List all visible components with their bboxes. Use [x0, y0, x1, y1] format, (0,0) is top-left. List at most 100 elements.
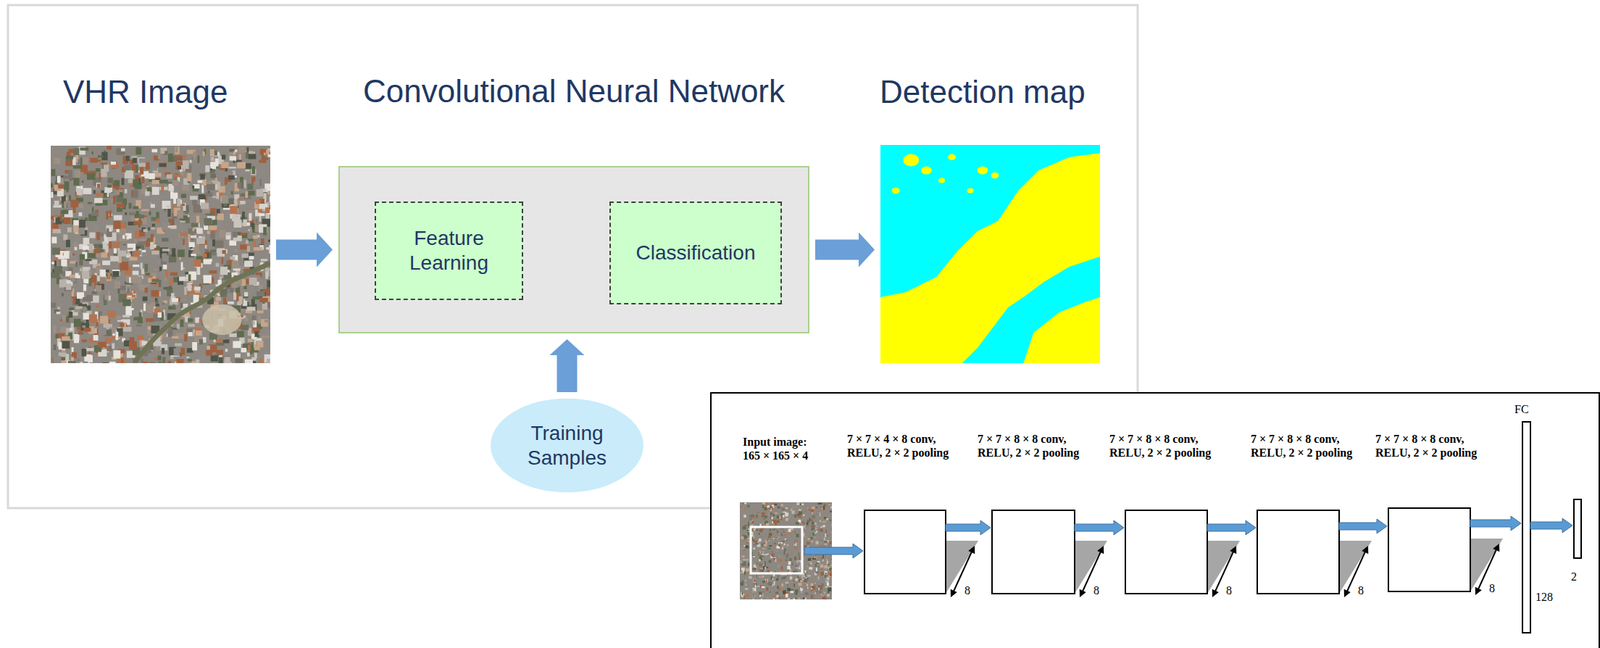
- photo-texture: [101, 252, 108, 258]
- photo-texture: [155, 303, 160, 306]
- photo-texture: [259, 178, 262, 187]
- photo-texture: [244, 260, 253, 268]
- photo-texture: [176, 198, 181, 207]
- photo-texture: [773, 503, 778, 506]
- photo-texture: [763, 561, 766, 566]
- photo-texture: [152, 164, 158, 171]
- photo-texture: [168, 226, 171, 228]
- photo-texture: [59, 278, 66, 287]
- photo-texture: [255, 200, 261, 205]
- map-speck: [977, 165, 989, 174]
- photo-texture: [105, 210, 109, 219]
- photo-texture: [89, 243, 94, 252]
- photo-texture: [242, 253, 250, 258]
- photo-texture: [148, 173, 156, 179]
- photo-texture: [742, 526, 747, 529]
- photo-texture: [215, 177, 218, 185]
- photo-texture: [194, 317, 200, 324]
- photo-texture: [826, 597, 828, 601]
- photo-texture: [215, 263, 220, 267]
- photo-texture: [92, 291, 98, 294]
- photo-texture: [83, 327, 91, 332]
- photo-texture: [141, 284, 150, 287]
- photo-texture: [123, 340, 130, 347]
- photo-texture: [810, 509, 814, 512]
- photo-texture: [259, 213, 266, 216]
- photo-texture: [825, 579, 829, 583]
- photo-texture: [171, 247, 176, 257]
- photo-texture: [790, 589, 795, 592]
- photo-texture: [214, 150, 218, 156]
- photo-texture: [143, 228, 148, 232]
- photo-texture: [831, 531, 835, 533]
- photo-texture: [107, 295, 111, 301]
- photo-texture: [821, 505, 823, 508]
- photo-texture: [247, 238, 254, 242]
- photo-texture: [126, 155, 130, 161]
- photo-texture: [192, 251, 201, 254]
- photo-texture: [60, 213, 63, 222]
- photo-texture: [157, 155, 161, 160]
- photo-texture: [157, 312, 162, 318]
- photo-texture: [152, 163, 158, 172]
- photo-texture: [65, 184, 69, 193]
- photo-texture: [758, 551, 760, 556]
- photo-ground: [50, 145, 271, 364]
- photo-texture: [814, 599, 817, 603]
- photo-texture: [210, 161, 216, 166]
- photo-texture: [138, 241, 146, 245]
- satellite-image: [50, 145, 271, 364]
- photo-texture: [126, 286, 134, 289]
- photo-texture: [752, 555, 755, 558]
- photo-texture: [783, 544, 786, 549]
- photo-texture: [50, 272, 56, 279]
- photo-texture: [785, 555, 789, 558]
- photo-texture: [100, 315, 109, 324]
- photo-texture: [139, 238, 146, 241]
- photo-texture: [748, 576, 753, 579]
- photo-texture: [752, 589, 754, 590]
- photo-texture: [771, 551, 773, 553]
- photo-texture: [225, 231, 231, 235]
- photo-texture: [770, 539, 773, 542]
- photo-texture: [780, 513, 784, 515]
- panel-heading: Detection map: [879, 73, 1086, 111]
- photo-texture: [61, 339, 70, 349]
- photo-texture: [176, 323, 180, 329]
- photo-texture: [758, 538, 761, 542]
- photo-texture: [91, 211, 99, 216]
- photo-texture: [774, 558, 777, 562]
- photo-texture: [100, 163, 108, 166]
- photo-texture: [100, 232, 104, 237]
- photo-texture: [97, 183, 100, 188]
- photo-texture: [788, 560, 792, 565]
- photo-texture: [762, 580, 766, 583]
- photo-texture: [180, 319, 185, 327]
- photo-texture: [181, 347, 186, 355]
- photo-texture: [820, 510, 824, 514]
- photo-texture: [147, 352, 157, 358]
- photo-texture: [762, 502, 766, 505]
- photo-texture: [829, 541, 832, 545]
- photo-texture: [786, 597, 790, 600]
- photo-texture: [62, 315, 66, 322]
- photo-texture: [248, 313, 253, 316]
- photo-texture: [796, 502, 800, 506]
- photo-texture: [777, 506, 781, 509]
- photo-texture: [87, 202, 93, 205]
- photo-texture: [825, 525, 829, 527]
- photo-texture: [810, 583, 814, 587]
- photo-texture: [51, 261, 55, 264]
- photo-texture: [812, 557, 816, 560]
- photo-texture: [162, 248, 170, 251]
- photo-texture: [786, 583, 788, 587]
- photo-texture: [804, 544, 808, 548]
- photo-texture: [83, 284, 87, 291]
- photo-texture: [136, 246, 141, 249]
- photo-texture: [110, 255, 119, 262]
- photo-texture: [78, 227, 85, 235]
- photo-texture: [192, 151, 196, 160]
- photo-texture: [816, 557, 819, 559]
- photo-texture: [73, 296, 77, 303]
- photo-texture: [168, 153, 174, 163]
